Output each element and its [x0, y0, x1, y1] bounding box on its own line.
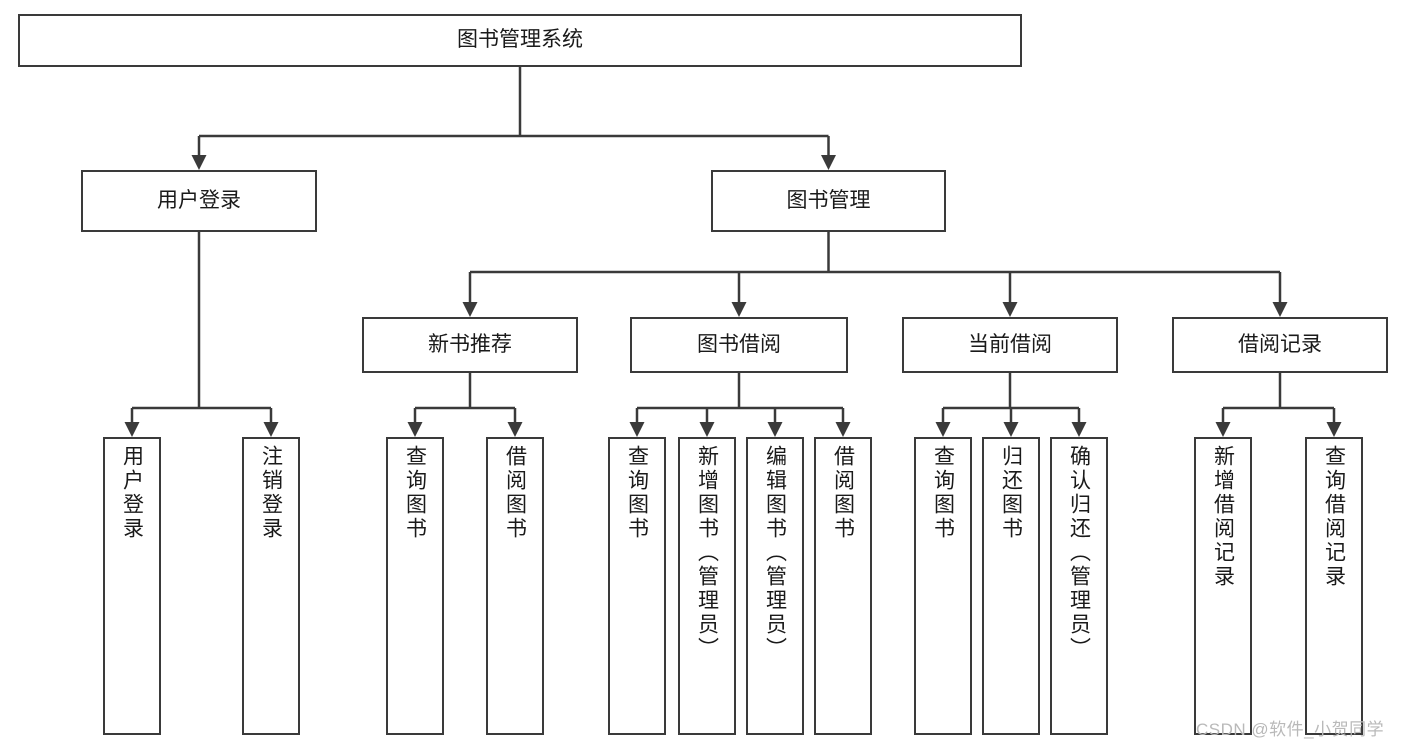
node-label: 图书管理系统 — [457, 28, 583, 52]
node-label: 借阅图书 — [503, 445, 527, 541]
arrow-head — [1272, 302, 1288, 317]
arrow-head — [821, 155, 836, 170]
node-label: 新书推荐 — [428, 332, 512, 356]
node-label: 注销登录 — [259, 445, 283, 541]
arrow-head — [767, 422, 783, 437]
node-leaf8[interactable]: 借阅图书 — [814, 437, 872, 735]
arrow-head — [462, 302, 478, 317]
node-label: 编辑图书（管理员） — [763, 445, 787, 661]
node-root[interactable]: 图书管理系统 — [18, 14, 1022, 67]
node-borrow[interactable]: 图书借阅 — [630, 317, 848, 373]
node-bookmgmt[interactable]: 图书管理 — [711, 170, 946, 232]
node-label: 当前借阅 — [968, 332, 1052, 356]
arrow-head — [124, 422, 140, 437]
node-records[interactable]: 借阅记录 — [1172, 317, 1388, 373]
node-leaf11[interactable]: 确认归还（管理员） — [1050, 437, 1108, 735]
node-label: 借阅记录 — [1238, 332, 1322, 356]
arrow-head — [1003, 422, 1019, 437]
arrow-head — [191, 155, 207, 170]
arrow-head — [935, 422, 951, 437]
node-leaf1[interactable]: 用户登录 — [103, 437, 161, 735]
node-leaf2[interactable]: 注销登录 — [242, 437, 300, 735]
watermark: CSDN @软件_小贺同学 — [1196, 720, 1385, 739]
node-label: 图书借阅 — [697, 332, 781, 356]
node-label: 确认归还（管理员） — [1067, 445, 1091, 661]
node-leaf3[interactable]: 查询图书 — [386, 437, 444, 735]
node-leaf12[interactable]: 新增借阅记录 — [1194, 437, 1252, 735]
node-leaf7[interactable]: 编辑图书（管理员） — [746, 437, 804, 735]
arrow-head — [629, 422, 645, 437]
arrow-head — [1071, 422, 1087, 437]
arrow-head — [731, 302, 747, 317]
node-label: 用户登录 — [120, 445, 144, 541]
arrow-head — [1326, 422, 1342, 437]
node-label: 归还图书 — [999, 445, 1023, 541]
node-leaf5[interactable]: 查询图书 — [608, 437, 666, 735]
node-label: 借阅图书 — [831, 445, 855, 541]
arrow-head — [407, 422, 423, 437]
node-label: 图书管理 — [786, 188, 871, 212]
arrow-head — [507, 422, 523, 437]
arrow-head — [1002, 302, 1018, 317]
node-label: 查询借阅记录 — [1322, 445, 1346, 589]
node-login[interactable]: 用户登录 — [81, 170, 317, 232]
node-label: 查询图书 — [403, 445, 427, 541]
node-label: 查询图书 — [625, 445, 649, 541]
node-leaf9[interactable]: 查询图书 — [914, 437, 972, 735]
node-leaf6[interactable]: 新增图书（管理员） — [678, 437, 736, 735]
node-current[interactable]: 当前借阅 — [902, 317, 1118, 373]
node-label: 新增借阅记录 — [1211, 445, 1235, 589]
node-leaf13[interactable]: 查询借阅记录 — [1305, 437, 1363, 735]
node-leaf10[interactable]: 归还图书 — [982, 437, 1040, 735]
arrow-head — [699, 422, 715, 437]
arrow-head — [1215, 422, 1231, 437]
node-leaf4[interactable]: 借阅图书 — [486, 437, 544, 735]
node-label: 查询图书 — [931, 445, 955, 541]
node-label: 用户登录 — [157, 188, 241, 212]
node-newbook[interactable]: 新书推荐 — [362, 317, 578, 373]
node-label: 新增图书（管理员） — [695, 445, 719, 661]
arrow-head — [835, 422, 851, 437]
arrow-head — [263, 422, 279, 437]
